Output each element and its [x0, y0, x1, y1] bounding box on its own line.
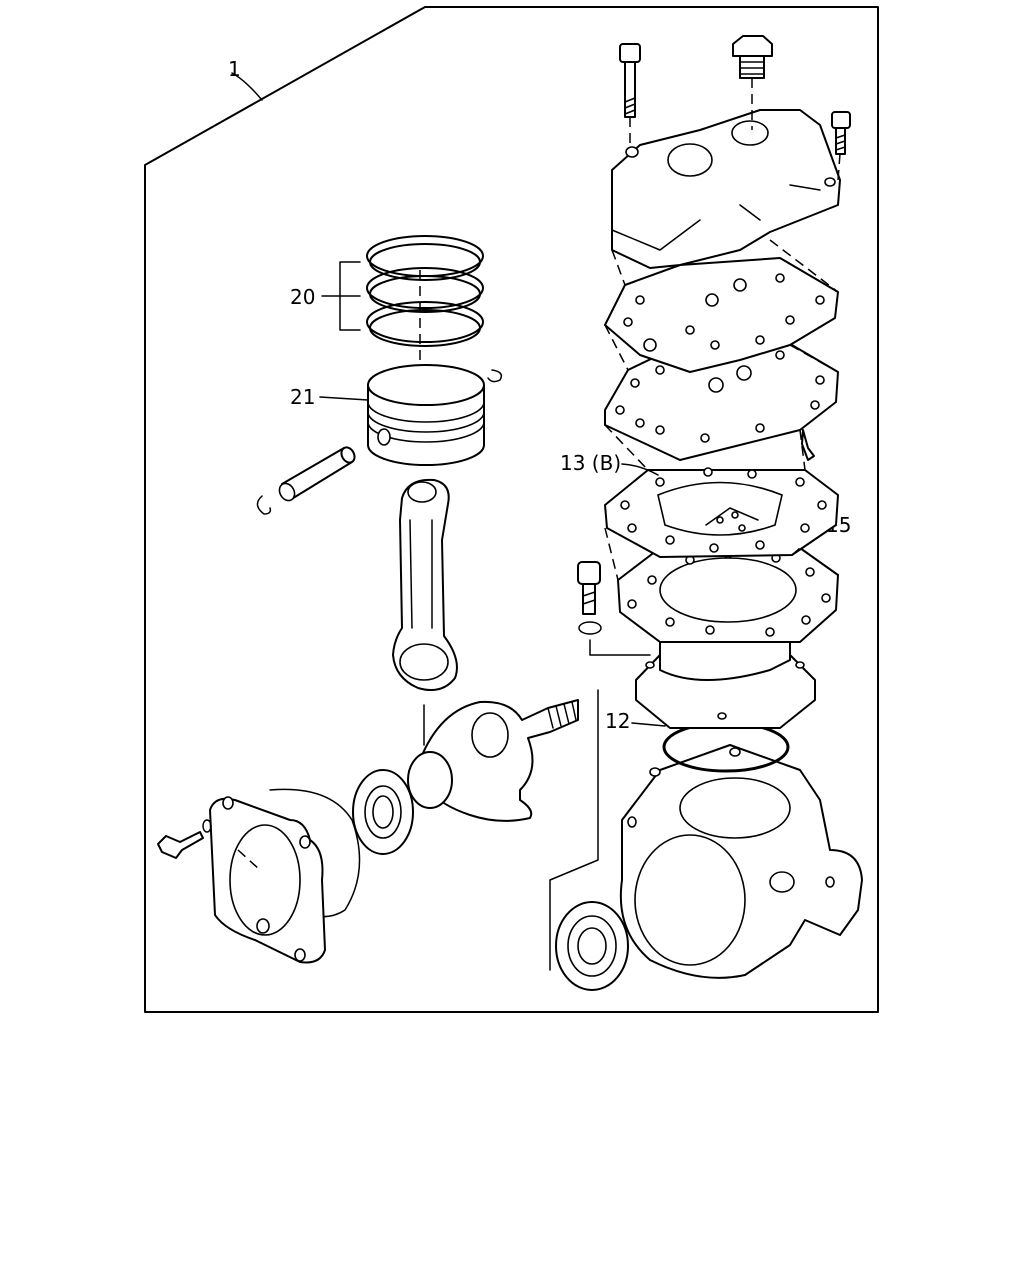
bolt-left — [157, 819, 212, 859]
gasket-b — [604, 463, 839, 558]
cylinder-head — [611, 109, 841, 269]
connecting-rod — [392, 478, 458, 746]
plate — [617, 527, 839, 643]
alignment-lines — [237, 78, 841, 971]
crankshaft — [407, 699, 579, 822]
piston-rings — [321, 235, 484, 347]
head-bolt-right — [831, 111, 851, 155]
seal-disk — [269, 788, 361, 918]
assembly-frame — [144, 6, 879, 1013]
top-gasket — [604, 257, 839, 373]
bearing-left — [352, 769, 414, 855]
end-cover — [209, 796, 326, 964]
callout-12: 12 — [605, 709, 630, 733]
callout-20: 20 — [290, 285, 315, 309]
callout-1: 1 — [228, 57, 241, 81]
callout-13b: 13 (B) — [560, 451, 621, 475]
wrist-pin — [256, 446, 356, 515]
bearing-lower — [555, 901, 629, 991]
head-bolt-left — [619, 43, 641, 118]
head-bolt-center — [732, 35, 773, 79]
callout-21: 21 — [290, 385, 315, 409]
cap-screw — [577, 561, 602, 635]
piston — [319, 364, 503, 466]
crankcase — [619, 744, 863, 979]
